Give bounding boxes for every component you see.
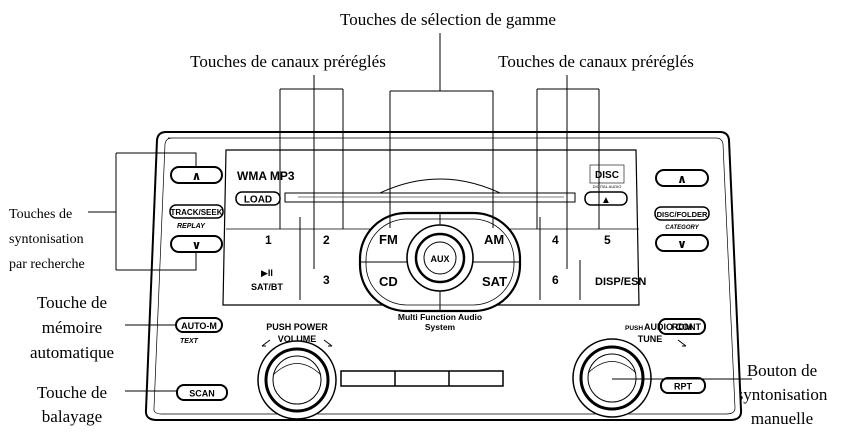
preset-5-button[interactable]: 5	[604, 233, 611, 247]
load-button[interactable]: LOAD	[235, 191, 281, 206]
sat-button[interactable]: SAT	[482, 274, 507, 289]
disc-logo-subtext: DIGITAL AUDIO	[593, 184, 622, 189]
seek-callout-line3: par recherche	[9, 257, 85, 272]
am-button[interactable]: AM	[484, 232, 504, 247]
rpt-button[interactable]: RPT	[660, 377, 706, 394]
scan-label: SCAN	[189, 389, 215, 399]
tune-label: TUNE	[638, 334, 663, 344]
preset-1-button[interactable]: 1	[265, 233, 272, 247]
lower-slot-buttons	[340, 370, 504, 387]
aux-button[interactable]: AUX	[414, 232, 466, 284]
text-label: TEXT	[180, 338, 199, 345]
tune-callout-line3: manuelle	[751, 409, 813, 428]
play-pause-icon[interactable]: ▶II	[261, 268, 273, 278]
mfa-label-line2: System	[425, 322, 456, 332]
tune-knob[interactable]	[572, 338, 652, 418]
disc-folder-label: DISC/FOLDER	[657, 210, 708, 219]
rdm-label: RDM	[672, 322, 693, 332]
automem-callout-line2: mémoire	[42, 318, 102, 337]
disc-folder-button[interactable]: DISC/FOLDER	[654, 206, 710, 221]
volume-label: VOLUME	[278, 334, 317, 344]
preset-4-button[interactable]: 4	[552, 233, 559, 247]
category-label: CATEGORY	[665, 225, 699, 231]
push-power-label: PUSH POWER	[266, 322, 328, 332]
fm-button[interactable]: FM	[379, 232, 398, 247]
track-seek-label: TRACK/SEEK	[170, 208, 222, 217]
disp-esn-button[interactable]: DISP/ESN	[595, 276, 646, 288]
automem-callout-line1: Touche de	[37, 293, 107, 312]
cd-slot[interactable]	[284, 192, 576, 203]
eject-icon: ▲	[601, 195, 611, 206]
auto-m-button[interactable]: AUTO-M	[175, 317, 223, 333]
seek-callout-line2: syntonisation	[9, 232, 84, 247]
tune-callout-line1: Bouton de	[747, 361, 817, 380]
folder-down-button[interactable]: ∨	[655, 234, 709, 252]
volume-right-arrow-icon	[323, 339, 333, 347]
push-label: PUSH	[625, 325, 643, 332]
chevron-down-icon: ∨	[677, 237, 687, 251]
tune-right-arrow-icon	[677, 339, 687, 347]
load-label: LOAD	[244, 195, 272, 206]
track-seek-button[interactable]: TRACK/SEEK	[169, 204, 224, 219]
sat-bt-button[interactable]: SAT/BT	[251, 282, 283, 292]
volume-knob[interactable]	[257, 340, 337, 420]
preset-dividers	[299, 217, 581, 300]
scan-button[interactable]: SCAN	[176, 384, 228, 401]
auto-m-label: AUTO-M	[181, 321, 217, 331]
scan-callout-line1: Touche de	[37, 383, 107, 402]
folder-up-button[interactable]: ∧	[655, 169, 709, 187]
seek-callout-line1: Touches de	[9, 207, 72, 222]
seek-up-button[interactable]: ∧	[170, 166, 223, 184]
seek-down-button[interactable]: ∨	[170, 235, 223, 253]
disc-logo: DISC DIGITAL AUDIO	[589, 164, 625, 189]
rdm-button[interactable]: RDM	[658, 318, 706, 335]
rpt-label: RPT	[674, 382, 693, 392]
cd-button[interactable]: CD	[379, 274, 398, 289]
tune-callout-line2: syntonisation	[737, 385, 828, 404]
eject-button[interactable]: ▲	[584, 191, 628, 206]
band-selector: AUX	[358, 211, 522, 313]
automem-callout-line3: automatique	[30, 343, 114, 362]
format-label: WMA MP3	[237, 169, 295, 183]
leader-lines	[88, 33, 752, 392]
preset-6-button[interactable]: 6	[552, 273, 559, 287]
chevron-down-icon: ∨	[192, 238, 202, 252]
band-select-callout: Touches de sélection de gamme	[340, 10, 556, 29]
mfa-label-line1: Multi Function Audio	[398, 312, 482, 322]
preset-3-button[interactable]: 3	[323, 273, 330, 287]
scan-callout-line2: balayage	[42, 407, 102, 426]
chevron-up-icon: ∧	[677, 172, 687, 186]
preset-right-callout: Touches de canaux préréglés	[498, 52, 694, 71]
chevron-up-icon: ∧	[192, 169, 202, 183]
volume-left-arrow-icon	[261, 339, 271, 347]
preset-left-callout: Touches de canaux préréglés	[190, 52, 386, 71]
audio-cont-label: AUDIO CONT	[644, 322, 701, 332]
aux-label: AUX	[430, 254, 449, 264]
preset-2-button[interactable]: 2	[323, 233, 330, 247]
replay-label: REPLAY	[177, 223, 206, 230]
disc-logo-text: DISC	[595, 170, 619, 181]
